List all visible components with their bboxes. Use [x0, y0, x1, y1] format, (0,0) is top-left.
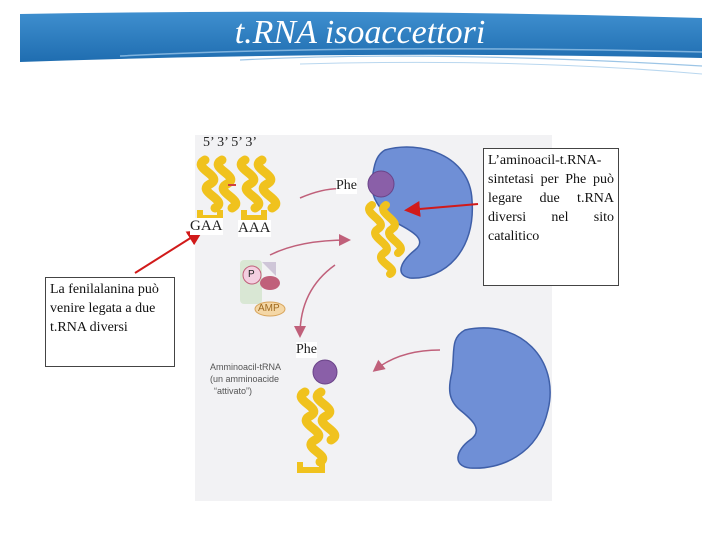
phe-label-top: Phe	[336, 178, 357, 194]
phosphate-label: P	[248, 269, 255, 280]
aminoacyl-caption-1: Amminoacil-tRNA	[210, 362, 282, 372]
trna-2-icon	[236, 155, 281, 221]
phe-molecule-bottom-icon	[312, 359, 338, 385]
aminoacyl-caption-3: “attivato”)	[214, 386, 253, 396]
trna-bound-top-icon	[365, 201, 405, 278]
aminoacyl-caption-2: (un amminoacide	[210, 374, 280, 384]
amp-label: AMP	[258, 303, 280, 314]
synthetase-enzyme-bottom-icon	[448, 327, 551, 469]
trna-1-icon	[196, 155, 241, 221]
anticodon-aaa: AAA	[238, 220, 271, 237]
strand-ends-label: 5’ 3’ 5’ 3’	[203, 135, 258, 150]
title-banner	[20, 11, 703, 75]
atp-amp-icon	[240, 260, 286, 317]
slide-title: t.RNA isoaccettori	[234, 14, 486, 51]
callout-right: L’aminoacil-t.RNA-sintetasi per Phe può …	[483, 148, 619, 286]
callout-left: La fenilalanina può venire legata a due …	[45, 277, 175, 367]
anticodon-gaa: GAA	[190, 218, 223, 235]
phe-label-bottom: Phe	[296, 342, 317, 358]
aminoacyl-trna-icon	[296, 387, 340, 473]
phe-molecule-top-icon	[367, 170, 395, 198]
